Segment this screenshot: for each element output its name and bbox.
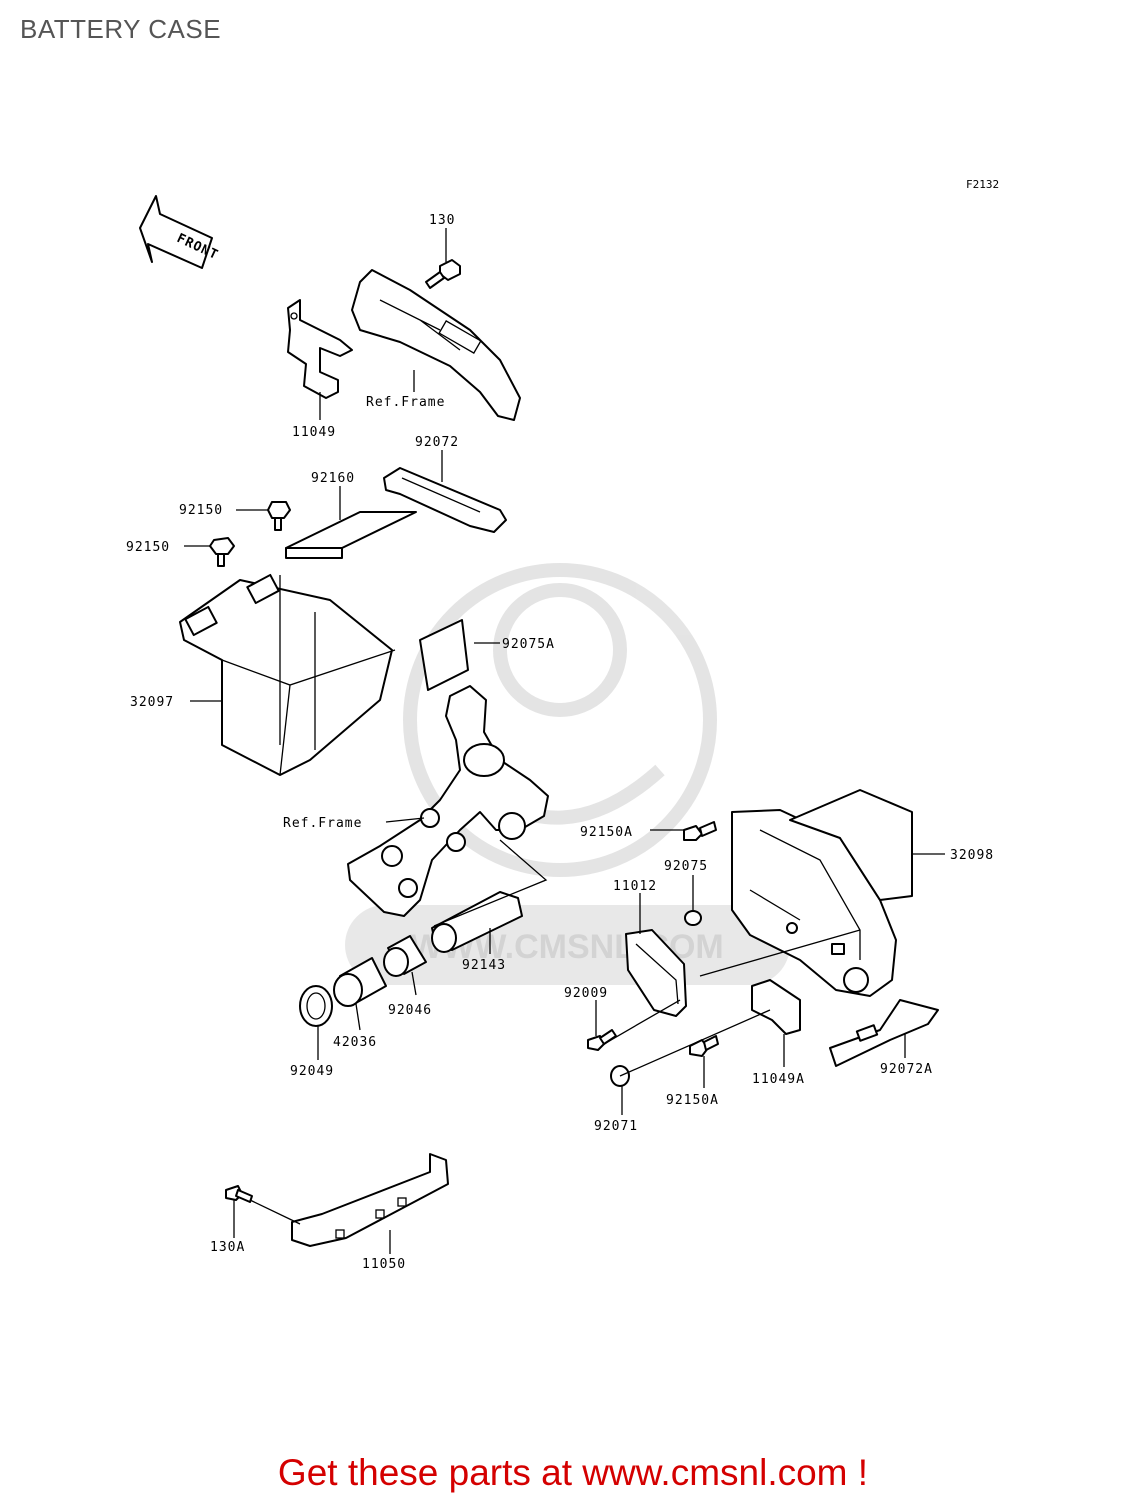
watermark: WWW.CMSNL.COM — [345, 563, 790, 985]
sheet-92075A — [419, 619, 469, 691]
bolt-92009 — [587, 1029, 617, 1051]
front-arrow-icon: FRONT — [139, 195, 221, 269]
callout-130: 130 — [429, 213, 455, 228]
callout-32098: 32098 — [950, 848, 994, 863]
callout-92143: 92143 — [462, 958, 506, 973]
callout-42036: 42036 — [333, 1035, 377, 1050]
callout-92150-b: 92150 — [126, 540, 170, 555]
callout-92150A-lower: 92150A — [666, 1093, 719, 1108]
callout-ref-frame-center: Ref.Frame — [283, 816, 362, 831]
bolt-92150-a — [267, 501, 291, 531]
callout-92046: 92046 — [388, 1003, 432, 1018]
battery-case-32097 — [179, 573, 396, 776]
bolt-92150-b — [209, 537, 235, 567]
callout-92160: 92160 — [311, 471, 355, 486]
callout-92072A: 92072A — [880, 1062, 933, 1077]
callout-92150A-upper: 92150A — [580, 825, 633, 840]
leader-lines — [184, 228, 945, 1254]
callout-32097: 32097 — [130, 695, 174, 710]
callout-11049: 11049 — [292, 425, 336, 440]
callout-11049A: 11049A — [752, 1072, 805, 1087]
strap-92072A — [829, 999, 939, 1067]
callout-92009: 92009 — [564, 986, 608, 1001]
battery-case-32098 — [731, 789, 913, 997]
frame-center — [347, 685, 549, 917]
collar-92075 — [684, 910, 702, 926]
callout-11012: 11012 — [613, 879, 657, 894]
bolt-130 — [425, 259, 461, 289]
bracket-11049A — [751, 979, 801, 1035]
page-title: BATTERY CASE — [20, 14, 222, 44]
frame-top — [351, 269, 521, 421]
callout-labels: 130 11049 Ref.Frame 92072 92160 92150 92… — [126, 213, 994, 1272]
figure-code: F2132 — [966, 178, 1000, 191]
bracket-11049 — [287, 299, 353, 399]
bracket-11050 — [291, 1153, 449, 1247]
callout-130A: 130A — [210, 1240, 245, 1255]
cover-11012 — [625, 929, 687, 1017]
seal-92049 — [299, 985, 333, 1027]
collar-92143 — [431, 891, 523, 953]
parts-diagram: WWW.CMSNL.COM FRONT — [126, 195, 994, 1272]
strap-92072 — [383, 467, 507, 533]
pad-92160 — [285, 511, 417, 559]
bolt-92150A-upper — [683, 821, 717, 841]
callout-92049: 92049 — [290, 1064, 334, 1079]
callout-92071: 92071 — [594, 1119, 638, 1134]
callout-11050: 11050 — [362, 1257, 406, 1272]
callout-92072: 92072 — [415, 435, 459, 450]
sleeve-42036 — [333, 957, 387, 1007]
bearing-92046 — [383, 935, 427, 977]
callout-92075A: 92075A — [502, 637, 555, 652]
footer-cta-link[interactable]: Get these parts at www.cmsnl.com ! — [277, 1452, 869, 1493]
bolt-130A — [225, 1185, 253, 1203]
callout-ref-frame-top: Ref.Frame — [366, 395, 445, 410]
callout-92075: 92075 — [664, 859, 708, 874]
callout-92150-a: 92150 — [179, 503, 223, 518]
